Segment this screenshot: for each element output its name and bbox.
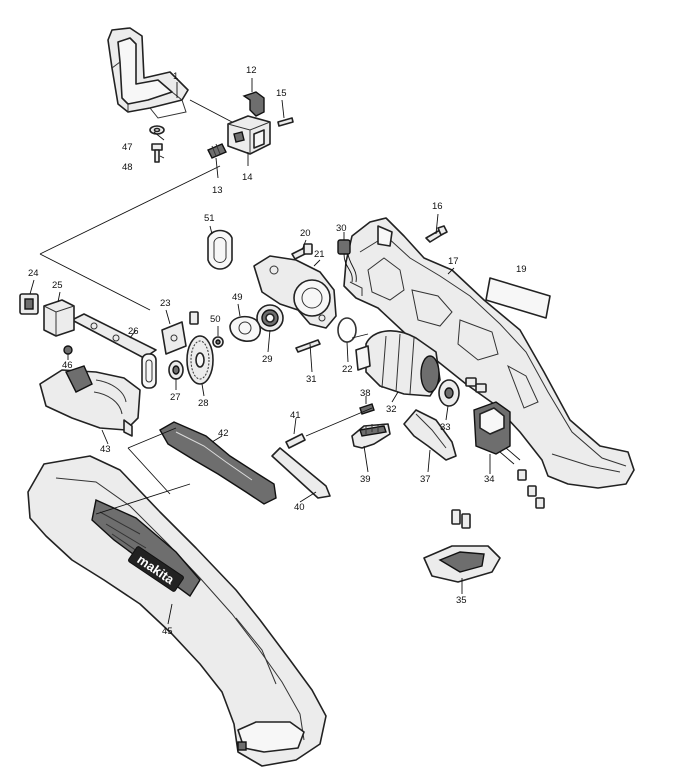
part-39-brush-holder	[351, 423, 391, 449]
callout-15: 15	[276, 88, 287, 99]
callout-19: 19	[516, 264, 527, 275]
part-34-switch	[473, 401, 521, 465]
callout-30: 30	[336, 223, 347, 234]
connector-group-right	[465, 377, 545, 509]
part-27-pinion	[168, 360, 184, 380]
callout-25: 25	[52, 280, 63, 291]
callout-38: 38	[360, 388, 371, 399]
part-29-bearing	[256, 304, 284, 332]
callout-42: 42	[218, 428, 229, 439]
part-28-gear	[186, 335, 214, 385]
callout-29: 29	[262, 354, 273, 365]
part-51-ring	[207, 229, 233, 270]
part-50-screw	[212, 336, 224, 348]
part-49-plate	[229, 315, 262, 342]
callout-35: 35	[456, 595, 467, 606]
assembly-lines	[39, 99, 373, 515]
part-15-pin	[277, 117, 294, 127]
callout-47: 47	[122, 142, 133, 153]
callout-13: 13	[212, 185, 223, 196]
part-12-clip	[242, 91, 265, 117]
part-1-handle-bracket	[107, 27, 189, 119]
part-45-housing: makita	[27, 455, 327, 767]
part-17-housing	[343, 217, 635, 489]
part-13-spring	[207, 143, 227, 159]
part-48-screw	[151, 143, 163, 163]
callout-23: 23	[160, 298, 171, 309]
callout-24: 24	[28, 268, 39, 279]
callout-43: 43	[100, 444, 111, 455]
part-47-washer	[149, 125, 165, 135]
callout-17: 17	[448, 256, 459, 267]
callout-34: 34	[484, 474, 495, 485]
part-42-cover	[159, 421, 277, 505]
part-19-label	[485, 277, 551, 319]
callout-39: 39	[360, 474, 371, 485]
callout-26: 26	[128, 326, 139, 337]
callout-46: 46	[62, 360, 73, 371]
callout-48: 48	[122, 162, 133, 173]
part-46-ball	[63, 345, 73, 355]
part-33-fan	[438, 379, 460, 407]
callout-41: 41	[290, 410, 301, 421]
callout-labels: 1 12 15 47 48 13 14 16 51 20 30 17 19 21…	[28, 65, 527, 637]
part-31-pin	[295, 339, 321, 353]
part-30-switch	[337, 239, 357, 283]
part-35-terminal	[423, 509, 501, 583]
part-24-plate	[19, 293, 39, 315]
callout-20: 20	[300, 228, 311, 239]
part-21-gear-housing	[253, 255, 337, 329]
callout-37: 37	[420, 474, 431, 485]
callout-33: 33	[440, 422, 451, 433]
part-26-rod	[71, 313, 157, 389]
part-22-o-ring	[337, 317, 357, 343]
callout-28: 28	[198, 398, 209, 409]
callout-21: 21	[314, 249, 325, 260]
callout-14: 14	[242, 172, 253, 183]
callout-32: 32	[386, 404, 397, 415]
callout-16: 16	[432, 201, 443, 212]
part-20-screw	[291, 243, 313, 260]
part-43-blade-clamp	[39, 365, 141, 437]
callout-31: 31	[306, 374, 317, 385]
part-40-hex-wrench	[271, 447, 331, 499]
callout-22: 22	[342, 364, 353, 375]
callout-51: 51	[204, 213, 215, 224]
callout-leaders	[29, 78, 491, 625]
callout-12: 12	[246, 65, 257, 76]
callout-27: 27	[170, 392, 181, 403]
part-37-switch-lever	[403, 409, 457, 461]
callout-45: 45	[162, 626, 173, 637]
part-16-screw	[425, 225, 448, 243]
brand-logo-plate	[128, 546, 184, 592]
part-25-block	[43, 299, 75, 337]
part-32-motor	[355, 330, 441, 397]
callout-40: 40	[294, 502, 305, 513]
part-41-pin	[285, 433, 306, 449]
callout-50: 50	[210, 314, 221, 325]
callout-49: 49	[232, 292, 243, 303]
part-23-plate	[161, 311, 199, 355]
callout-1: 1	[173, 71, 178, 82]
part-14-block	[227, 115, 271, 155]
